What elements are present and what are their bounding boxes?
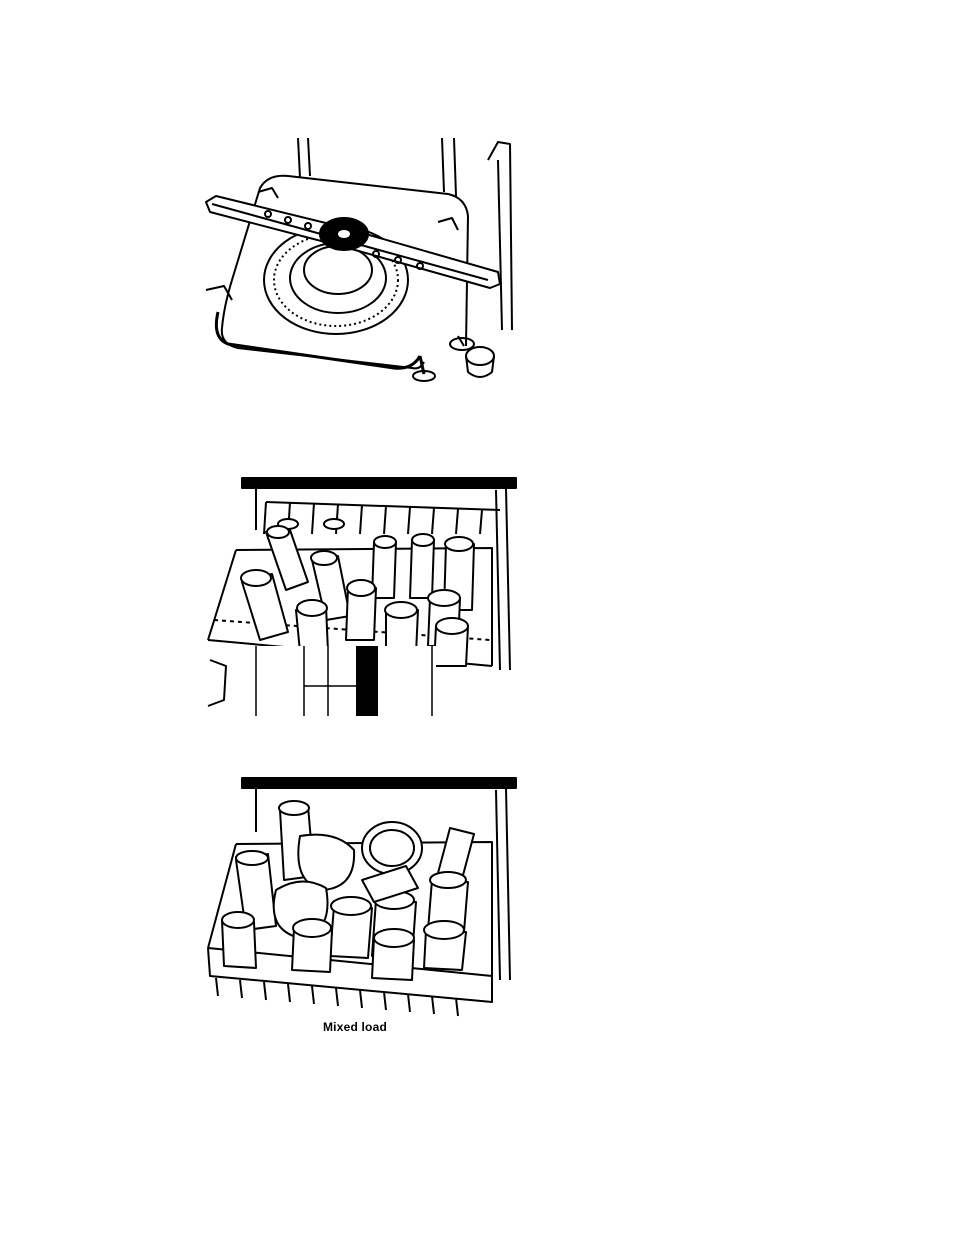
- spray-arm-illustration: [198, 130, 520, 400]
- figure-caption: Mixed load: [300, 1020, 410, 1034]
- rack-mixed-illustration: [196, 770, 522, 1032]
- rack-glasses-illustration: [196, 470, 522, 716]
